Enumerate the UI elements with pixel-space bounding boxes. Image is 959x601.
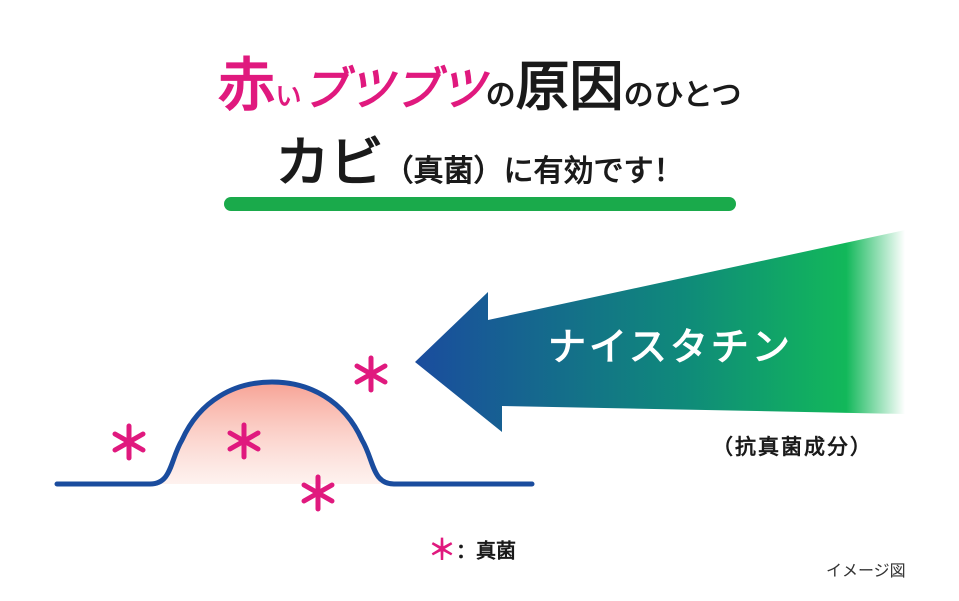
fungus-marker-4 <box>301 474 335 512</box>
headline-line-1: 赤いブツブツの原因のひとつ <box>0 40 959 130</box>
arrow-label-nystatin: ナイスタチン <box>548 325 793 369</box>
medicine-arrow <box>415 230 905 432</box>
skin-bump-fill <box>150 382 394 484</box>
headline-word-genin: 原因 <box>515 55 624 118</box>
headline-word-kabi: カビ <box>275 131 384 194</box>
fungus-marker-2 <box>227 422 261 460</box>
image-caption: イメージ図 <box>826 561 906 580</box>
fungus-marker-3 <box>354 355 388 393</box>
headline-word-kinrui: （真菌） <box>383 154 504 189</box>
legend-asterisk-icon: ＊ <box>428 533 457 567</box>
headline-word-butsubutsu: ブツブツ <box>301 62 486 116</box>
fungus-marker-1 <box>112 423 146 461</box>
skin-surface-line <box>54 379 535 487</box>
headline-word-i: い <box>275 82 302 112</box>
headline-word-no: の <box>485 78 516 113</box>
headline-word-effective: に有効です！ <box>503 154 684 189</box>
headline-underline <box>224 197 736 211</box>
legend-label: ：真菌 <box>456 538 517 563</box>
headline-word-aka: 赤 <box>217 51 276 119</box>
headline-word-hitotsu: のひとつ <box>623 78 742 113</box>
legend: ＊：真菌 <box>428 535 548 565</box>
arrow-sublabel-antifungal: （抗真菌成分） <box>712 435 873 459</box>
headline-line-2: カビ（真菌）に有効です！ <box>0 128 959 198</box>
